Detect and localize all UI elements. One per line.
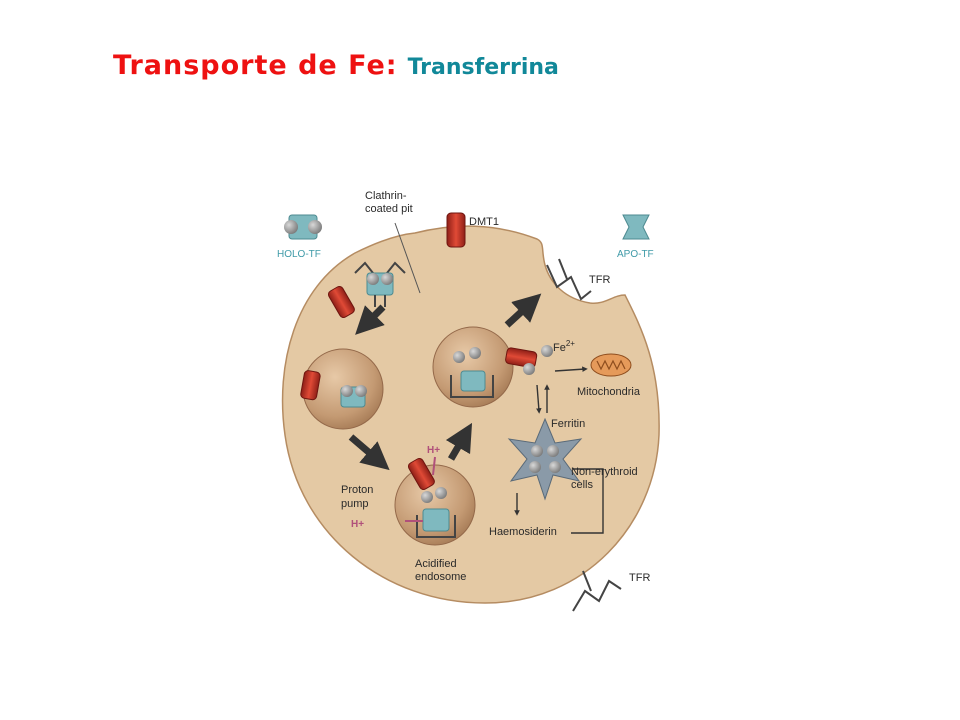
receptor-in-pit (354, 261, 406, 307)
label-dmt1: DMT1 (469, 216, 499, 228)
arrow-internalize (355, 304, 386, 335)
label-holo-tf: HOLO-TF (277, 249, 321, 260)
label-proton-l1: Proton (341, 484, 373, 496)
transferrin-cycle-diagram: Clathrin- coated pit DMT1 HOLO-TF APO-TF… (277, 190, 660, 612)
ferritin-cluster (507, 417, 583, 501)
label-tfr-bottom: TFR (629, 572, 650, 584)
dmt1-left (327, 285, 355, 319)
arrow-to-ferritin (535, 384, 542, 414)
clathrin-pointer (394, 222, 421, 294)
label-ferritin: Ferritin (551, 418, 585, 430)
non-erythroid-bracket (571, 468, 604, 534)
arrow-acidify (348, 434, 390, 471)
apo-tf-icon (622, 214, 650, 240)
endosome-acidified (394, 457, 476, 546)
label-clathrin-l1: Clathrin- (365, 190, 407, 202)
fe-ion (523, 363, 535, 375)
label-haemosiderin: Haemosiderin (489, 526, 557, 538)
arrow-to-mito (554, 366, 588, 372)
label-h-plus-left: H+ (351, 519, 364, 530)
endosome-recycling (432, 326, 538, 408)
label-tfr-top: TFR (589, 274, 610, 286)
arrow-release (445, 422, 473, 461)
title-main: Transporte de Fe: (113, 50, 398, 81)
label-non-erythroid-l2: cells (571, 479, 594, 491)
label-acidified-l1: Acidified (415, 558, 457, 570)
tfr-receptor-top (546, 258, 592, 301)
holo-tf-icon (284, 214, 322, 240)
tfr-receptor-bottom (572, 570, 622, 612)
label-fe: Fe2+ (553, 339, 575, 354)
title-sub: Transferrina (407, 55, 559, 80)
label-proton-l2: pump (341, 498, 369, 510)
mitochondrion (590, 353, 632, 377)
dmt1-channel (446, 212, 466, 248)
slide-title: Transporte de Fe: Transferrina (113, 50, 559, 81)
label-fe-sup: 2+ (566, 339, 575, 348)
endosome-early (300, 348, 384, 430)
label-clathrin-l2: coated pit (365, 203, 413, 215)
label-apo-tf: APO-TF (617, 249, 654, 260)
label-non-erythroid-l1: Non-erythroid (571, 466, 638, 478)
label-acidified-l2: endosome (415, 571, 466, 583)
arrow-recycle (504, 293, 542, 328)
label-fe-base: Fe (553, 342, 566, 354)
proton-influx (432, 456, 436, 476)
fe-ion (541, 345, 553, 357)
label-mitochondria: Mitochondria (577, 386, 641, 398)
label-h-plus-top: H+ (427, 445, 440, 456)
